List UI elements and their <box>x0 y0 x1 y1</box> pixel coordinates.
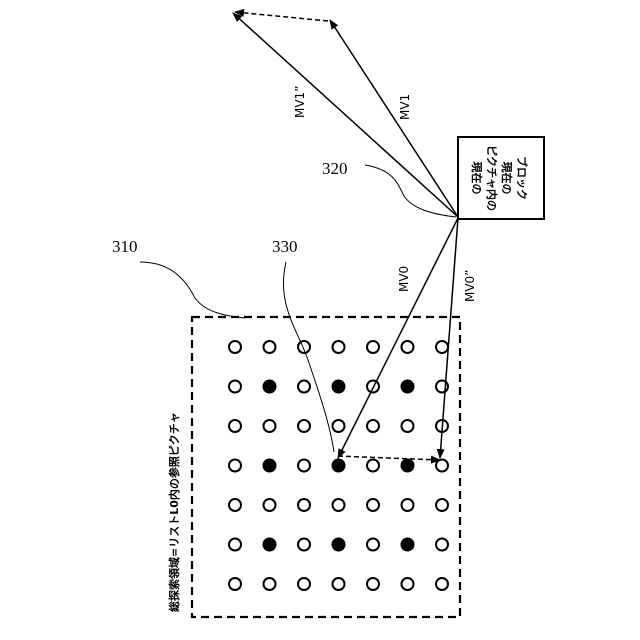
sample-point-filled <box>264 381 276 393</box>
sample-point-filled <box>402 460 414 472</box>
sample-point-empty <box>229 578 241 590</box>
mv0-double-prime-label: MV0” <box>463 270 477 302</box>
sample-point-empty <box>229 420 241 432</box>
sample-point-empty <box>367 420 379 432</box>
leader-320 <box>365 165 456 217</box>
mv0-double-prime-arrow <box>440 218 458 458</box>
sample-point-filled <box>333 539 345 551</box>
sample-point-filled <box>333 381 345 393</box>
sample-point-empty <box>333 578 345 590</box>
mv1-double-prime-label: MV1” <box>293 86 307 118</box>
sample-point-filled <box>264 460 276 472</box>
sample-point-empty <box>402 578 414 590</box>
mv0-refinement-arrow <box>338 456 440 460</box>
sample-point-empty <box>402 341 414 353</box>
sample-point-empty <box>402 499 414 511</box>
sample-point-empty <box>436 499 448 511</box>
sample-point-empty <box>402 420 414 432</box>
sample-point-empty <box>298 460 310 472</box>
sample-point-empty <box>436 539 448 551</box>
sample-point-empty <box>298 381 310 393</box>
ref-330: 330 <box>272 237 298 256</box>
sample-point-empty <box>298 420 310 432</box>
current-block-line-4: ブロック <box>515 156 529 200</box>
sample-point-filled <box>402 381 414 393</box>
ref-320: 320 <box>322 159 348 178</box>
sample-point-empty <box>333 420 345 432</box>
sample-point-empty <box>333 499 345 511</box>
mv0-label: MV0 <box>397 266 411 292</box>
sample-point-empty <box>436 578 448 590</box>
ref-310: 310 <box>112 237 138 256</box>
sample-point-empty <box>367 539 379 551</box>
sample-point-filled <box>402 539 414 551</box>
current-block-line-3: 現在の <box>500 162 514 195</box>
sample-point-empty <box>298 539 310 551</box>
sample-point-empty <box>229 499 241 511</box>
current-block-line-1: 現在の <box>470 162 484 195</box>
sample-point-empty <box>367 341 379 353</box>
mv1-label: MV1 <box>398 94 412 120</box>
search-region-caption: 総探索領域=リストL0内の参照ピクチャ <box>167 412 181 612</box>
sample-point-empty <box>367 460 379 472</box>
sample-point-empty <box>229 539 241 551</box>
sample-point-empty <box>298 499 310 511</box>
sample-point-empty <box>436 460 448 472</box>
sample-point-empty <box>229 341 241 353</box>
sample-point-empty <box>264 341 276 353</box>
sample-point-empty <box>333 341 345 353</box>
sample-point-empty <box>367 578 379 590</box>
sample-point-empty <box>298 578 310 590</box>
sample-point-empty <box>264 578 276 590</box>
leader-310 <box>140 262 245 318</box>
sample-point-empty <box>298 341 310 353</box>
sample-point-empty <box>367 499 379 511</box>
sample-point-grid <box>229 341 448 590</box>
sample-point-empty <box>229 381 241 393</box>
sample-point-empty <box>229 460 241 472</box>
sample-point-filled <box>333 460 345 472</box>
sample-point-empty <box>264 499 276 511</box>
current-block-line-2: ピクチャ内の <box>485 145 499 211</box>
sample-point-empty <box>436 341 448 353</box>
sample-point-empty <box>264 420 276 432</box>
mv1-refinement-arrow <box>235 12 328 21</box>
sample-point-filled <box>264 539 276 551</box>
